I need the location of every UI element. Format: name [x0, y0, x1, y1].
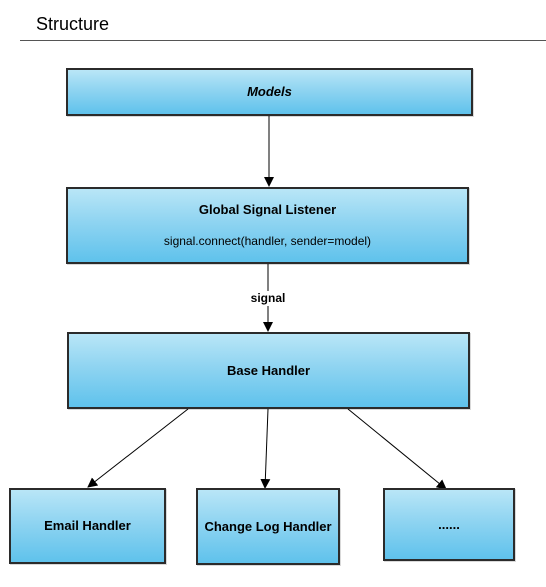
- node-global-signal-listener: Global Signal Listener signal.connect(ha…: [66, 187, 469, 264]
- node-more-handlers-label: ......: [438, 516, 460, 532]
- node-more-handlers: ......: [383, 488, 515, 561]
- node-global-signal-listener-detail: signal.connect(handler, sender=model): [163, 234, 372, 248]
- node-email-handler-label: Email Handler: [44, 518, 131, 533]
- node-base-handler-label: Base Handler: [226, 362, 311, 378]
- node-models: Models: [66, 68, 473, 116]
- edge-base-to-email: [87, 408, 189, 488]
- node-models-label: Models: [247, 84, 292, 99]
- node-change-log-handler: Change Log Handler: [196, 488, 340, 565]
- edge-base-to-changelog: [260, 408, 271, 489]
- title-divider: [20, 40, 546, 41]
- node-global-signal-listener-label: Global Signal Listener: [198, 202, 337, 217]
- edge-base-to-more: [347, 408, 447, 490]
- page-title: Structure: [36, 14, 110, 34]
- node-email-handler: Email Handler: [9, 488, 166, 564]
- node-base-handler: Base Handler: [67, 332, 470, 409]
- node-change-log-handler-label: Change Log Handler: [204, 518, 332, 534]
- edge-label-signal: signal: [238, 291, 298, 306]
